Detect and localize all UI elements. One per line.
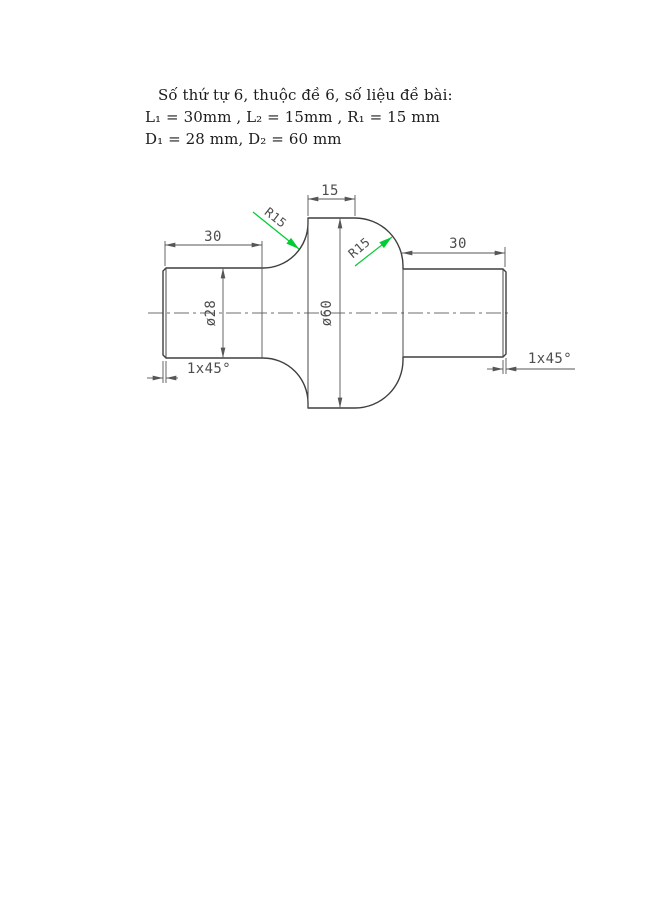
dim-text-top-width: 15 xyxy=(321,183,339,199)
problem-line-2: L₁ = 30mm , L₂ = 15mm , R₁ = 15 mm xyxy=(145,108,440,126)
dim-text-right-length: 30 xyxy=(449,236,467,252)
problem-statement: Số thứ tự 6, thuộc đề 6, số liệu đề bài:… xyxy=(145,84,485,150)
dimension-texts: 15 30 30 ø28 ø60 R15 R15 1x45° 1x45° xyxy=(187,183,572,377)
fillet-left-label: R15 xyxy=(262,204,290,230)
chamfer-right-label: 1x45° xyxy=(528,351,572,367)
problem-line-3: D₁ = 28 mm, D₂ = 60 mm xyxy=(145,130,342,148)
chamfer-left-label: 1x45° xyxy=(187,361,231,377)
problem-line-1: Số thứ tự 6, thuộc đề 6, số liệu đề bài: xyxy=(158,86,453,104)
dim-text-center-diameter: ø60 xyxy=(319,300,335,327)
fillet-right-leader xyxy=(354,236,393,267)
dimension-lines xyxy=(147,195,575,408)
dim-text-left-diameter: ø28 xyxy=(203,300,219,327)
part-edge-lines xyxy=(165,218,504,408)
fillet-left-leader xyxy=(252,211,300,250)
radius-leaders xyxy=(252,211,393,267)
part-outline xyxy=(162,217,507,409)
dim-text-left-length: 30 xyxy=(204,229,222,245)
fillet-right-label: R15 xyxy=(345,234,373,261)
